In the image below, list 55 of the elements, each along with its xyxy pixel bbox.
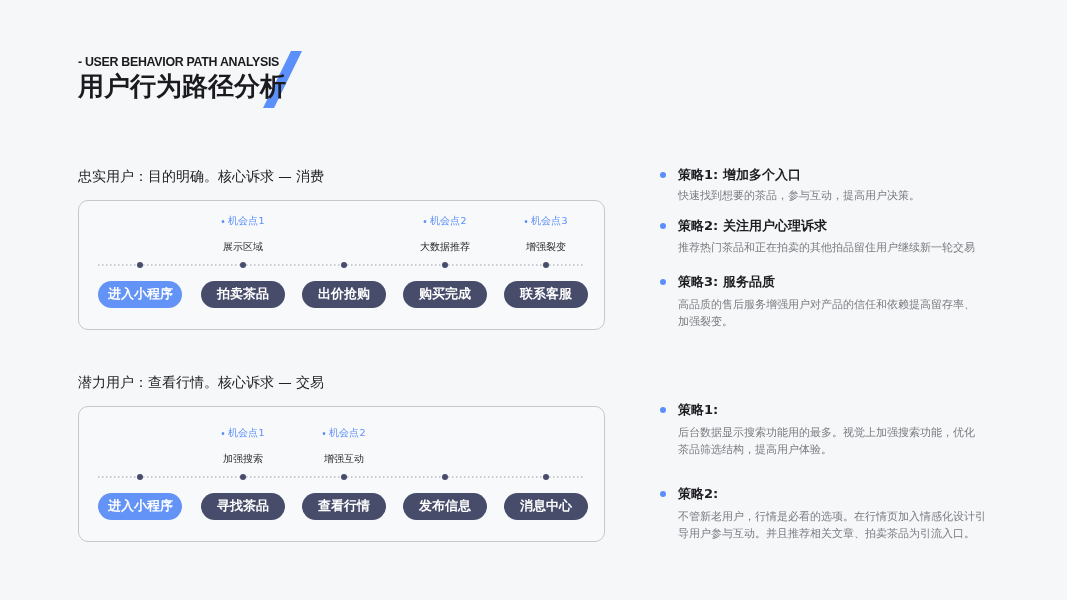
step-dot xyxy=(442,474,448,480)
step-note: 加强搜索 xyxy=(223,453,263,465)
section-heading: 潜力用户：查看行情。核心诉求 — 交易 xyxy=(78,373,325,392)
strategy-text: 推荐热门茶品和正在拍卖的其他拍品留住用户继续新一轮交易 xyxy=(678,239,976,256)
step-pill: 进入小程序 xyxy=(98,493,182,520)
dotted-line xyxy=(447,264,544,266)
step-pill: 拍卖茶品 xyxy=(201,281,285,308)
dotted-line xyxy=(548,476,586,478)
strategy-heading: 策略3: 服务品质 xyxy=(678,273,775,291)
page-subtitle: - USER BEHAVIOR PATH ANALYSIS xyxy=(78,55,280,70)
step-dot xyxy=(240,262,246,268)
step-note: 增强裂变 xyxy=(526,241,566,253)
dotted-line xyxy=(346,264,443,266)
step-dot xyxy=(137,474,143,480)
dotted-line xyxy=(97,476,138,478)
step-pill: 购买完成 xyxy=(403,281,487,308)
section-heading: 忠实用户：目的明确。核心诉求 — 消费 xyxy=(78,167,325,186)
step-pill: 查看行情 xyxy=(302,493,386,520)
dotted-line xyxy=(548,264,586,266)
dotted-line xyxy=(97,264,138,266)
strategy-text: 后台数据显示搜索功能用的最多。视觉上加强搜索功能，优化茶品筛选结构，提高用户体验。 xyxy=(678,424,976,458)
dotted-line xyxy=(142,476,241,478)
step-dot xyxy=(341,474,347,480)
step-pill: 联系客服 xyxy=(504,281,588,308)
opportunity-label: 机会点3 xyxy=(531,215,568,227)
opportunity-label: 机会点2 xyxy=(430,215,467,227)
dotted-line xyxy=(245,264,342,266)
dotted-line xyxy=(447,476,544,478)
step-pill: 消息中心 xyxy=(504,493,588,520)
opportunity-label: 机会点2 xyxy=(329,427,366,439)
step-dot xyxy=(543,262,549,268)
dotted-line xyxy=(245,476,342,478)
strategy-heading: 策略2: 关注用户心理诉求 xyxy=(678,217,827,235)
opportunity-label: 机会点1 xyxy=(228,427,265,439)
step-pill: 进入小程序 xyxy=(98,281,182,308)
step-note: 大数据推荐 xyxy=(420,241,470,253)
step-note: 展示区域 xyxy=(223,241,263,253)
step-pill: 发布信息 xyxy=(403,493,487,520)
strategy-heading: 策略1: 增加多个入口 xyxy=(678,166,801,184)
strategy-text: 高品质的售后服务增强用户对产品的信任和依赖提高留存率、加强裂变。 xyxy=(678,296,976,330)
strategy-heading: 策略1: xyxy=(678,401,719,419)
step-dot xyxy=(442,262,448,268)
step-note: 增强互动 xyxy=(324,453,364,465)
dotted-line xyxy=(346,476,443,478)
dotted-line xyxy=(142,264,241,266)
step-dot xyxy=(543,474,549,480)
step-dot xyxy=(137,262,143,268)
step-pill: 寻找茶品 xyxy=(201,493,285,520)
strategy-text: 不管新老用户，行情是必看的选项。在行情页加入情感化设计引导用户参与互动。并且推荐相关文章、拍卖茶品为引流入口。 xyxy=(678,508,987,542)
step-pill: 出价抢购 xyxy=(302,281,386,308)
strategy-heading: 策略2: xyxy=(678,485,719,503)
opportunity-label: 机会点1 xyxy=(228,215,265,227)
strategy-text: 快速找到想要的茶品，参与互动，提高用户决策。 xyxy=(678,187,921,204)
step-dot xyxy=(240,474,246,480)
step-dot xyxy=(341,262,347,268)
